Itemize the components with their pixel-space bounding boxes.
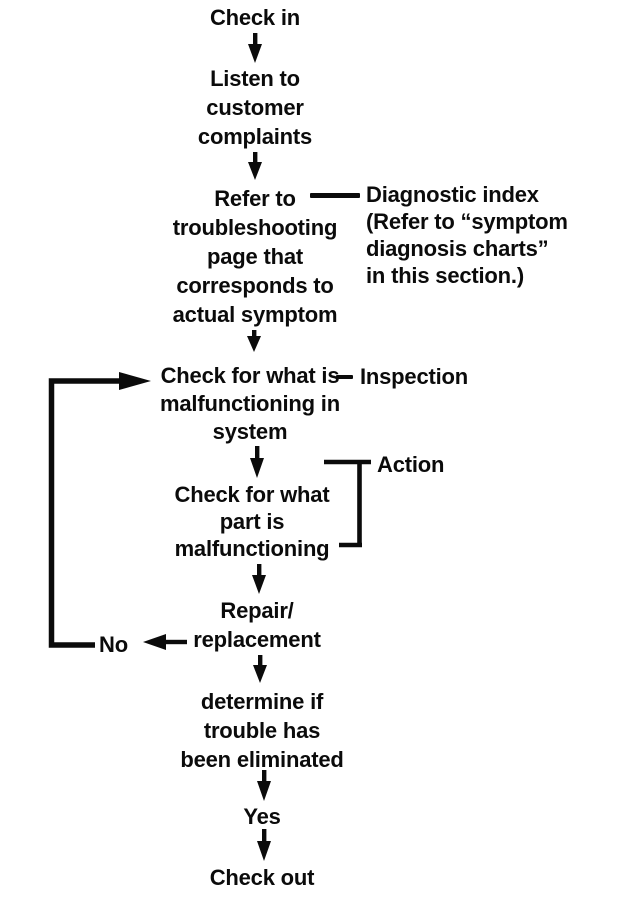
arrow-down-icon (248, 152, 262, 180)
arrow-down-icon (250, 446, 264, 478)
arrow-down-icon (252, 564, 266, 594)
no-loop-connector (48, 372, 151, 648)
node-determine-trouble-eliminated: determine if trouble has been eliminated (180, 689, 344, 772)
arrow-down-icon (257, 770, 271, 801)
node-check-in: Check in (209, 5, 301, 30)
reference-connector-line (310, 193, 360, 198)
node-check-system-malfunction: Check for what is malfunctioning in syst… (160, 363, 340, 444)
action-bracket (324, 459, 371, 548)
annotation-inspection: Inspection (360, 364, 469, 389)
annotation-diagnostic-index: Diagnostic index (Refer to “symptom diag… (366, 182, 568, 288)
node-listen-customer-complaints: Listen to customer complaints (197, 66, 313, 149)
arrow-left-icon (143, 634, 187, 650)
node-check-part-malfunction: Check for what part is malfunctioning (174, 482, 330, 561)
arrow-down-icon (257, 829, 271, 861)
annotation-action: Action (377, 452, 445, 477)
node-check-out: Check out (209, 865, 315, 890)
node-repair-replacement: Repair/ replacement (193, 598, 321, 652)
inspection-connector-line (336, 375, 353, 380)
node-refer-troubleshooting-page: Refer to troubleshooting page that corre… (172, 186, 338, 327)
node-yes: Yes (243, 804, 281, 829)
arrow-down-icon (247, 330, 261, 352)
annotation-no: No (99, 632, 128, 657)
arrow-down-icon (253, 655, 267, 683)
arrow-right-icon (119, 372, 151, 390)
arrow-down-icon (248, 33, 262, 63)
